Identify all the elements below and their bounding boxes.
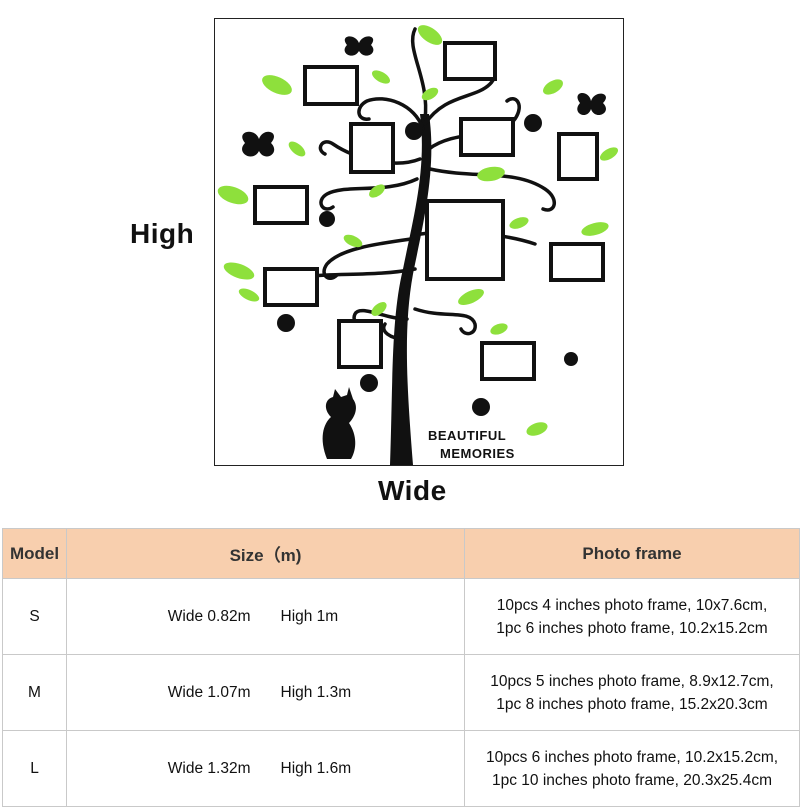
photo-frame-line: 10pcs 4 inches photo frame, 10x7.6cm, [496, 596, 768, 614]
table-row: M Wide 1.07m High 1.3m 10pcs 5 inches pho… [2, 654, 800, 731]
table-header-row: Model Size（m) Photo frame [2, 528, 800, 579]
model-cell: S [2, 578, 67, 655]
header-photo-frame: Photo frame [464, 528, 800, 579]
wide-value: Wide 1.07m [167, 684, 251, 701]
high-value: High 1.6m [280, 760, 352, 777]
size-cell: Wide 1.07m High 1.3m [66, 654, 465, 731]
photo-frame-cell: 10pcs 4 inches photo frame, 10x7.6cm, 1p… [464, 578, 800, 655]
photo-frame-line: 1pc 6 inches photo frame, 10.2x15.2cm [496, 619, 768, 637]
photo-frame-cell: 10pcs 6 inches photo frame, 10.2x15.2cm,… [464, 730, 800, 807]
photo-frame-cell: 10pcs 5 inches photo frame, 8.9x12.7cm, … [464, 654, 800, 731]
header-size: Size（m) [66, 528, 465, 579]
table-row: S Wide 0.82m High 1m 10pcs 4 inches photo… [2, 578, 800, 655]
leaves [217, 25, 619, 436]
model-cell: M [2, 654, 67, 731]
width-label: Wide [378, 475, 447, 506]
size-cell: Wide 1.32m High 1.6m [66, 730, 465, 807]
photo-frames [253, 41, 605, 381]
decal-text-line1: BEAUTIFUL [428, 428, 506, 443]
high-value: High 1.3m [280, 684, 352, 701]
product-illustration: BEAUTIFUL MEMORIES [214, 18, 624, 466]
tree-trunk [390, 114, 432, 465]
wide-value: Wide 0.82m [167, 608, 251, 625]
wide-value: Wide 1.32m [167, 760, 251, 777]
height-label: High [130, 218, 195, 249]
table-row: L Wide 1.32m High 1.6m 10pcs 6 inches pho… [2, 730, 800, 807]
size-cell: Wide 0.82m High 1m [66, 578, 465, 655]
cat-silhouette [322, 387, 356, 459]
flowers [277, 114, 578, 416]
photo-frame-line: 1pc 10 inches photo frame, 20.3x25.4cm [491, 771, 773, 789]
model-cell: L [2, 730, 67, 807]
high-value: High 1m [280, 608, 339, 625]
decal-text-line2: MEMORIES [440, 446, 515, 461]
photo-frame-line: 10pcs 6 inches photo frame, 10.2x15.2cm, [485, 748, 779, 766]
photo-frame-line: 10pcs 5 inches photo frame, 8.9x12.7cm, [490, 672, 774, 690]
photo-frame-line: 1pc 8 inches photo frame, 15.2x20.3cm [496, 695, 768, 713]
header-model: Model [2, 528, 67, 579]
butterflies [242, 36, 606, 157]
